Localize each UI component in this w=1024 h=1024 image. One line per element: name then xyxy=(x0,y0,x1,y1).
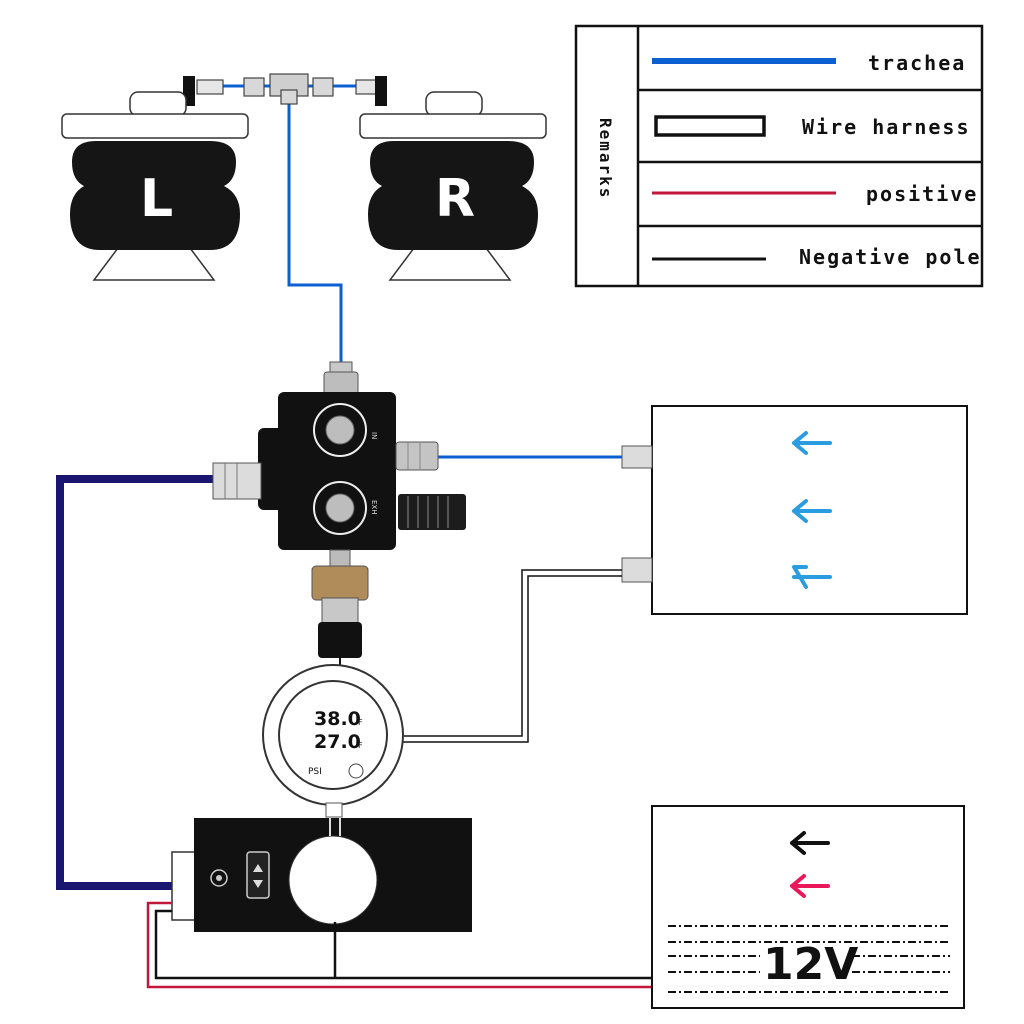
compressor-box xyxy=(621,405,968,615)
battery-box: 12V xyxy=(651,805,965,1009)
legend-harness-swatch xyxy=(654,115,766,137)
negative-wire xyxy=(154,909,652,980)
solenoid-valve: IN EXH xyxy=(212,361,466,658)
valve-exh-label: EXH xyxy=(370,500,378,514)
legend-negative-label: Negative pole xyxy=(799,245,982,269)
gauge-psi-label: PSI xyxy=(308,767,322,777)
control-box xyxy=(171,818,472,932)
compressor-harness xyxy=(400,569,622,743)
positive-arrow-icon xyxy=(790,874,830,898)
gauge-unit-1: F xyxy=(358,718,363,727)
tee-fitting xyxy=(196,73,383,105)
gauge-reading-2: 27.0 xyxy=(314,731,361,753)
battery-dash-lines xyxy=(668,925,950,993)
gauge-button xyxy=(348,763,364,779)
valve-in-label: IN xyxy=(370,432,378,439)
air-bag-right: R xyxy=(359,91,547,281)
legend-harness-label: Wire harness xyxy=(802,115,971,139)
compressor-arrow-icon xyxy=(792,499,832,523)
compressor-arrow-icon xyxy=(792,565,832,589)
air-bag-left-label: L xyxy=(140,169,173,229)
air-bag-right-label: R xyxy=(435,169,475,229)
gauge-reading-1: 38.0 xyxy=(314,708,361,730)
legend-trachea-label: trachea xyxy=(868,51,966,75)
legend-box: Remarks trachea Wire harness positive Ne… xyxy=(574,24,984,288)
battery-voltage-label: 12V xyxy=(763,939,858,990)
air-bag-left: L xyxy=(61,91,249,281)
air-line-to-valve xyxy=(287,96,343,362)
pressure-gauge: 38.0 F 27.0 F PSI xyxy=(262,664,404,818)
rocker-switch xyxy=(246,851,270,899)
positive-wire xyxy=(146,901,652,989)
gauge-unit-2: F xyxy=(358,741,363,750)
wire-harness-cable xyxy=(56,475,213,890)
compressor-arrow-icon xyxy=(792,431,832,455)
legend-title: Remarks xyxy=(596,118,615,199)
negative-arrow-icon xyxy=(790,831,830,855)
legend-positive-label: positive xyxy=(866,182,978,206)
